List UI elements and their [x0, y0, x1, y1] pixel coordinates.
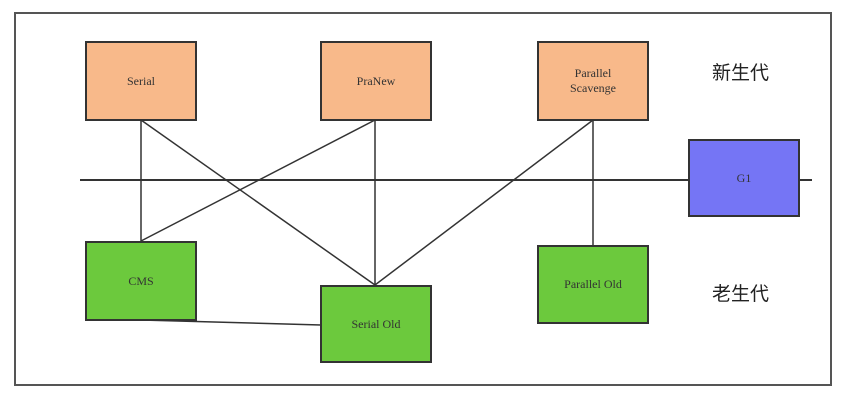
g1-collector-box: G1 [688, 139, 800, 217]
parallel-scavenge-collector-box: Parallel Scavenge [537, 41, 649, 121]
link-parnew-cms [140, 119, 376, 242]
parnew-collector-box: PraNew [320, 41, 432, 121]
link-serial-serial-old [140, 119, 376, 286]
parallel-old-collector-box: Parallel Old [537, 245, 649, 324]
link-parallel-scavenge-serial-old [374, 119, 594, 286]
cms-collector-box: CMS [85, 241, 197, 321]
young-generation-label: 新生代 [712, 62, 770, 84]
old-generation-label: 老生代 [712, 283, 770, 305]
serial-old-collector-box: Serial Old [320, 285, 432, 363]
serial-collector-box: Serial [85, 41, 197, 121]
